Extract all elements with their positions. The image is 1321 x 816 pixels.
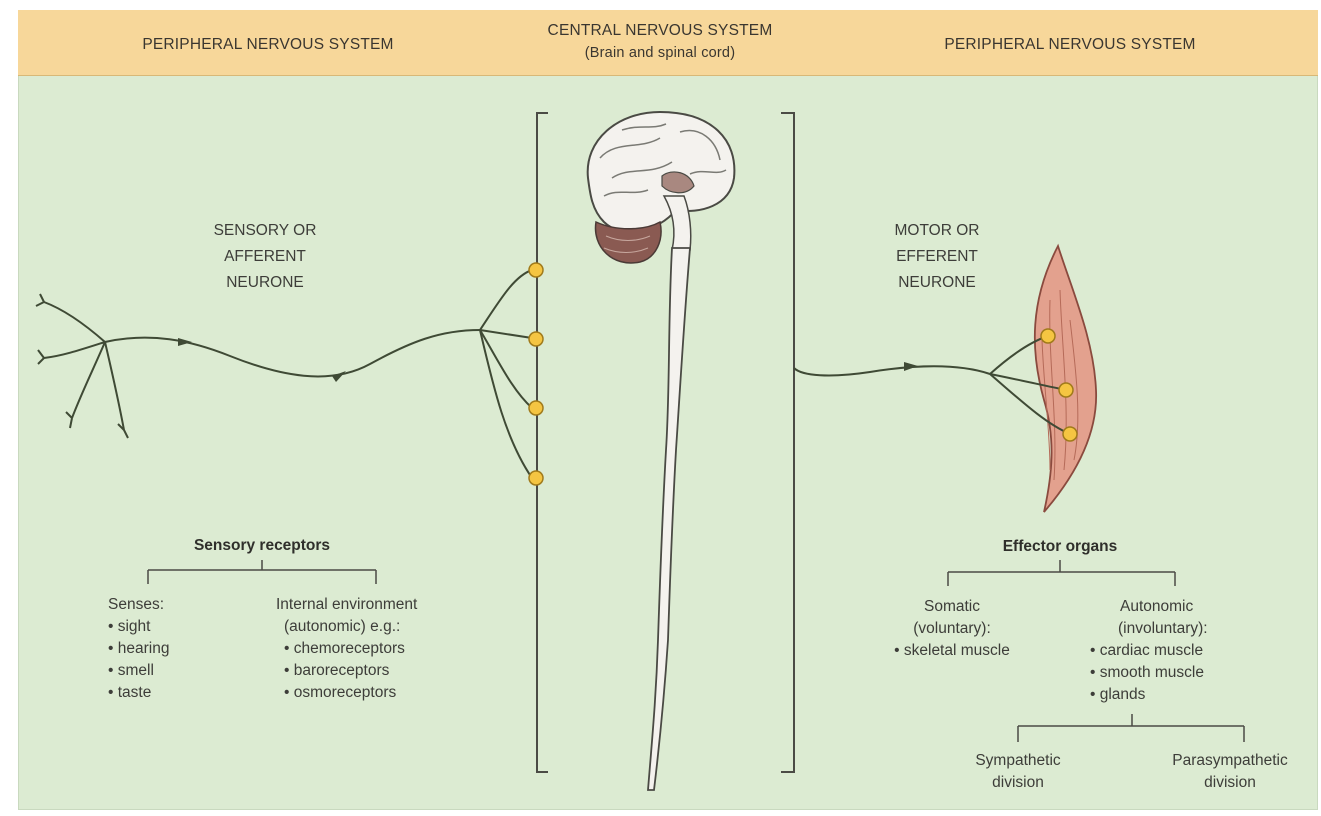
motor-end-plate-1 xyxy=(1041,329,1055,343)
autonomic-heading-2: (involuntary): xyxy=(1090,618,1270,640)
list-item: taste xyxy=(108,682,258,704)
list-item: cardiac muscle xyxy=(1090,640,1270,662)
internal-heading-2: (autonomic) e.g.: xyxy=(276,616,496,638)
synapse-2 xyxy=(529,332,543,346)
list-item: osmoreceptors xyxy=(284,682,496,704)
motor-arrow xyxy=(904,362,918,371)
muscle-illustration xyxy=(1035,246,1096,512)
list-item: smell xyxy=(108,660,258,682)
somatic-heading-2: (voluntary): xyxy=(862,618,1042,640)
parasympathetic-line1: Parasympathetic xyxy=(1140,750,1320,772)
motor-neurone xyxy=(794,336,1070,434)
motor-end-plate-3 xyxy=(1063,427,1077,441)
list-item: baroreceptors xyxy=(284,660,496,682)
list-item: chemoreceptors xyxy=(284,638,496,660)
list-item: smooth muscle xyxy=(1090,662,1270,684)
sensory-neurone-label: SENSORY OR AFFERENT NEURONE xyxy=(170,218,360,296)
motor-neurone-label: MOTOR OR EFFERENT NEURONE xyxy=(842,218,1032,296)
cns-bracket-right xyxy=(781,113,794,772)
autonomic-block: Autonomic (involuntary): cardiac muscle … xyxy=(1090,596,1270,706)
sensory-neurone-line2: AFFERENT xyxy=(170,244,360,270)
motor-end-plate-2 xyxy=(1059,383,1073,397)
somatic-heading-1: Somatic xyxy=(862,596,1042,618)
sensory-arrow-1 xyxy=(178,338,192,346)
sympathetic-line1: Sympathetic xyxy=(928,750,1108,772)
motor-neurone-line2: EFFERENT xyxy=(842,244,1032,270)
parasympathetic-line2: division xyxy=(1140,772,1320,794)
sympathetic-line2: division xyxy=(928,772,1108,794)
synapse-3 xyxy=(529,401,543,415)
sensory-neurone-line3: NEURONE xyxy=(170,270,360,296)
autonomic-list: cardiac muscle smooth muscle glands xyxy=(1090,640,1270,706)
motor-neurone-line3: NEURONE xyxy=(842,270,1032,296)
sensory-neurone-line1: SENSORY OR xyxy=(170,218,360,244)
motor-neurone-line1: MOTOR OR xyxy=(842,218,1032,244)
internal-list: chemoreceptors baroreceptors osmorecepto… xyxy=(276,638,496,704)
somatic-list: skeletal muscle xyxy=(862,640,1042,662)
spinal-cord xyxy=(648,248,690,790)
list-item: skeletal muscle xyxy=(862,640,1042,662)
synapse-4 xyxy=(529,471,543,485)
list-item: glands xyxy=(1090,684,1270,706)
sensory-neurone xyxy=(36,270,532,478)
senses-list: sight hearing smell taste xyxy=(108,616,258,704)
parasympathetic-division: Parasympathetic division xyxy=(1140,750,1320,794)
senses-heading: Senses: xyxy=(108,594,258,616)
autonomic-heading-1: Autonomic xyxy=(1090,596,1270,618)
brain-illustration xyxy=(588,112,735,263)
list-item: hearing xyxy=(108,638,258,660)
senses-block: Senses: sight hearing smell taste xyxy=(108,594,258,704)
synapse-1 xyxy=(529,263,543,277)
sympathetic-division: Sympathetic division xyxy=(928,750,1108,794)
sensory-arrow-2 xyxy=(332,371,346,382)
effector-organs-title: Effector organs xyxy=(940,536,1180,558)
sensory-receptors-title: Sensory receptors xyxy=(142,535,382,557)
internal-heading-1: Internal environment xyxy=(276,594,496,616)
cns-bracket-left xyxy=(537,113,548,772)
internal-environment-block: Internal environment (autonomic) e.g.: c… xyxy=(276,594,496,704)
somatic-block: Somatic (voluntary): skeletal muscle xyxy=(862,596,1042,662)
list-item: sight xyxy=(108,616,258,638)
sensory-receptors-tree xyxy=(148,560,376,584)
